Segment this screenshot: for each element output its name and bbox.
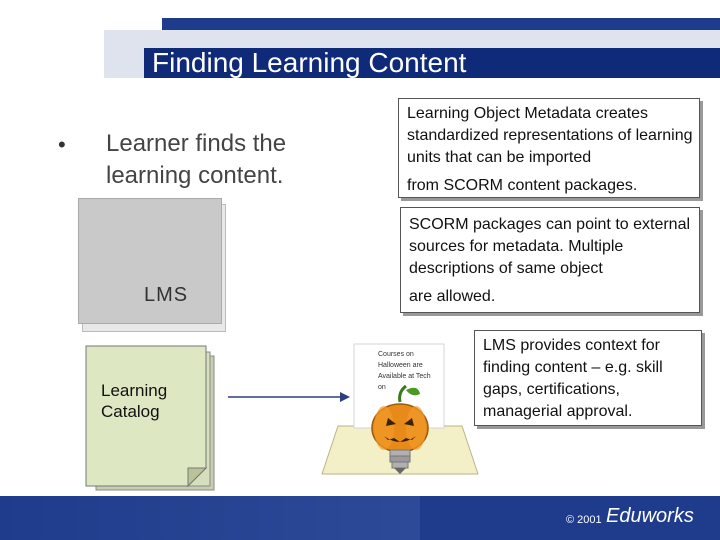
halloween-note: Courses on Halloween are Available at Te… [378, 351, 431, 391]
lms-box [78, 198, 222, 324]
title-band [144, 48, 720, 78]
lms-context-callout: LMS provides context for finding content… [474, 330, 702, 426]
jack-o-lantern-lightbulb-icon [321, 343, 479, 475]
catalog-label-line-1: Learning [101, 381, 168, 400]
catalog-label-line-2: Catalog [101, 402, 160, 421]
lms-context-callout-text: LMS provides context for finding content… [483, 337, 663, 420]
header-spacer [0, 30, 104, 66]
learning-catalog-box [84, 344, 216, 492]
lms-label: LMS [144, 284, 189, 306]
header-light-bar [104, 30, 720, 48]
metadata-callout-text-2: from SCORM content packages. [407, 177, 638, 194]
title-band-edge [104, 48, 144, 78]
catalog-stack-graphic [85, 345, 215, 491]
header-accent-bar [162, 18, 720, 30]
scorm-callout-text: SCORM packages can point to external sou… [409, 216, 691, 277]
footer-gradient [0, 496, 420, 540]
bullet-text: Learner finds the learning content. [106, 130, 287, 189]
halloween-course-panel [320, 340, 480, 500]
scorm-callout: SCORM packages can point to external sou… [400, 207, 700, 313]
right-arrow-icon [228, 392, 350, 402]
learning-catalog-label: Learning Catalog [101, 380, 167, 422]
metadata-callout-text: Learning Object Metadata creates standar… [407, 105, 693, 166]
scorm-callout-text-2: are allowed. [409, 288, 496, 305]
brand-logo-text: Eduworks [606, 505, 694, 527]
copyright-text: © 2001 [566, 514, 602, 526]
metadata-callout: Learning Object Metadata creates standar… [398, 98, 700, 198]
slide-title: Finding Learning Content [152, 47, 467, 78]
bullet-marker: • [58, 132, 66, 157]
